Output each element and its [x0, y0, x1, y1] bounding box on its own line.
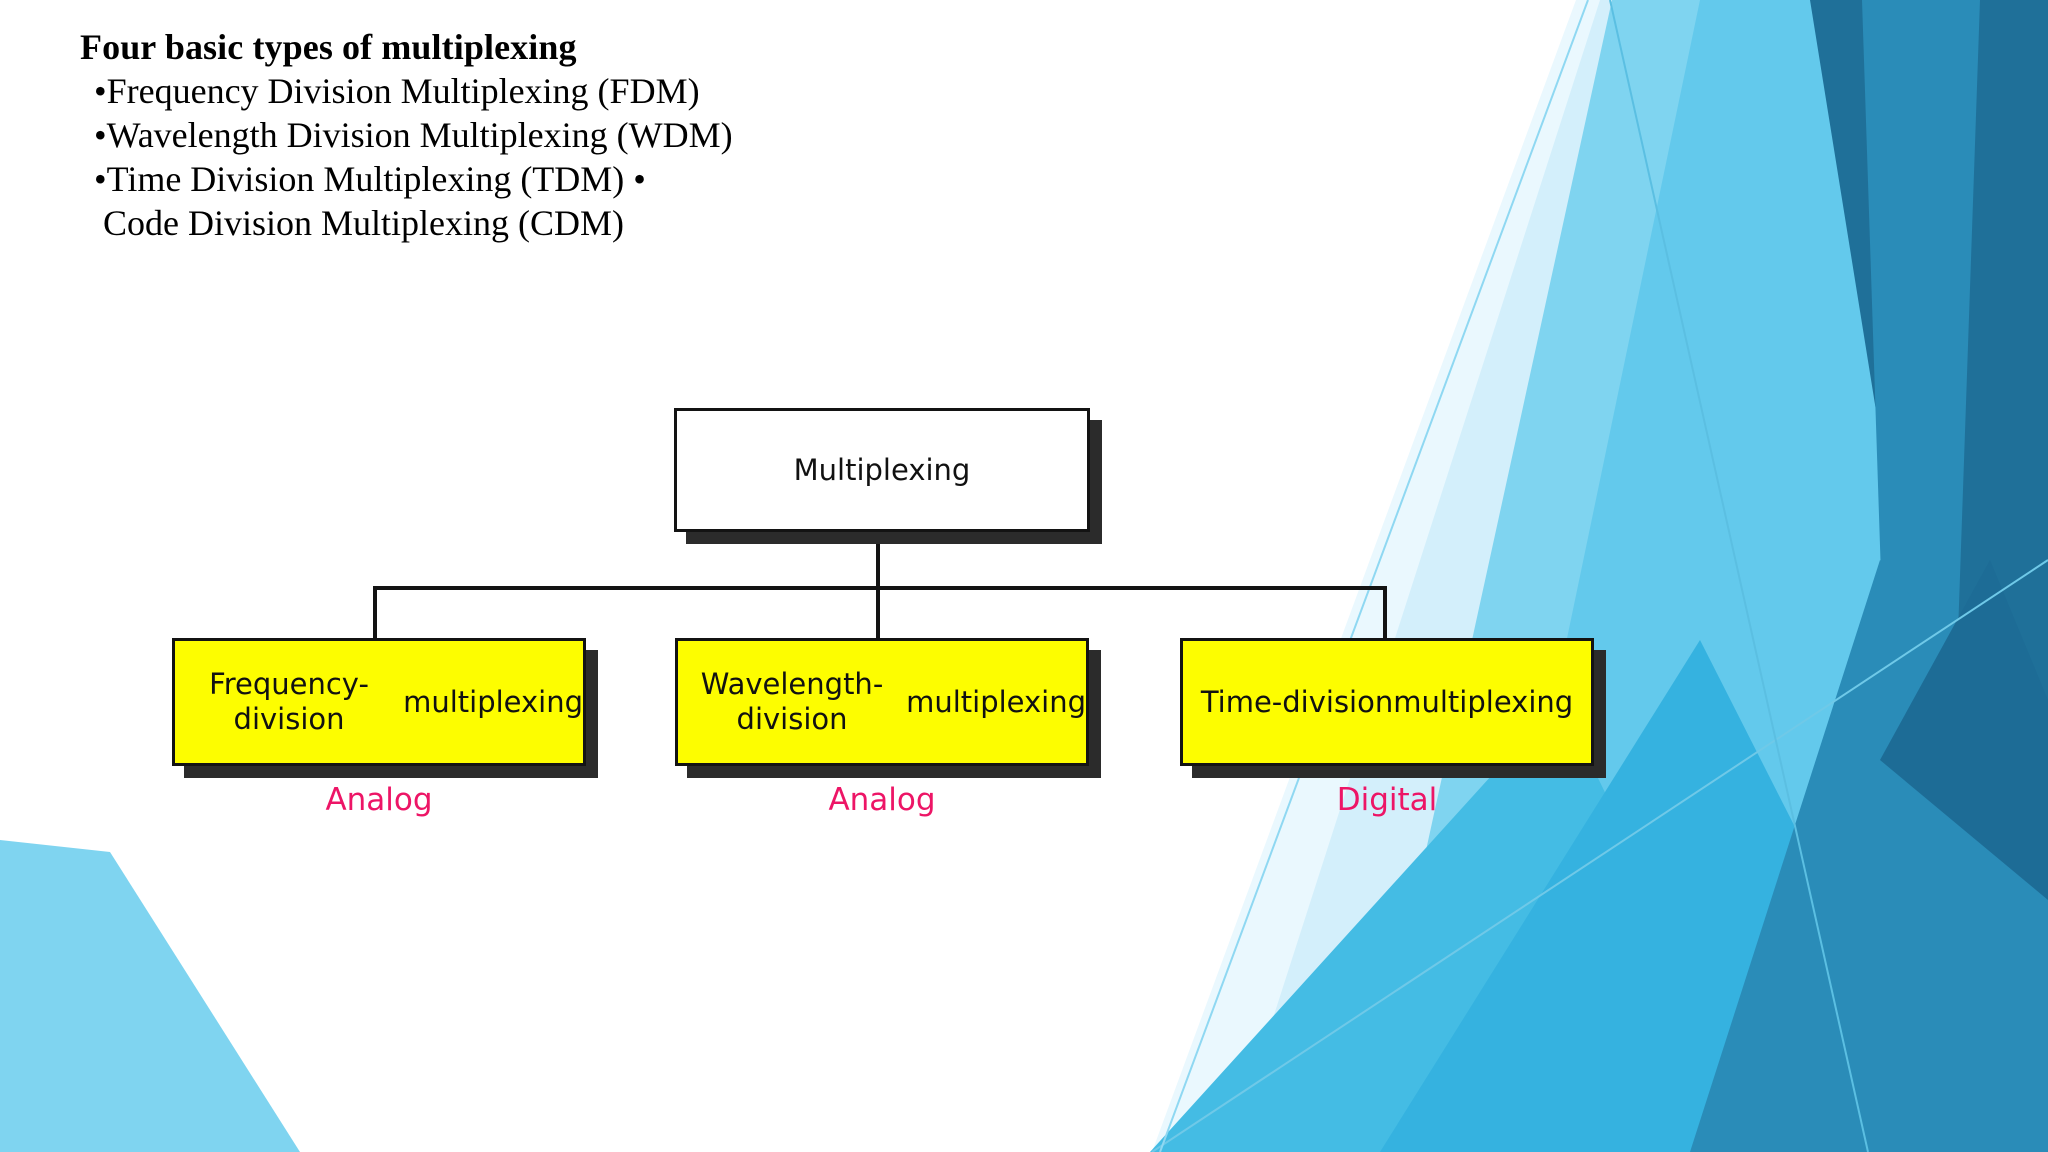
connector-trunk [876, 532, 880, 590]
node-multiplexing[interactable]: Multiplexing [674, 408, 1090, 532]
bullet-line-cdm: Code Division Multiplexing (CDM) [94, 202, 624, 243]
caption-fdm: Analog [325, 782, 433, 818]
caption-tdm: Digital [1336, 782, 1438, 818]
connector-drop-fdm [373, 586, 377, 640]
slide-text-block: Four basic types of multiplexing •Freque… [80, 26, 1130, 246]
connector-drop-tdm [1383, 586, 1387, 640]
connector-horizontal-bar [373, 586, 1387, 590]
bullet-line-tdm: •Time Division Multiplexing (TDM) • [94, 158, 646, 199]
bullet-line-fdm: •Frequency Division Multiplexing (FDM) [94, 70, 700, 111]
connector-drop-wdm [876, 586, 880, 640]
bullet-line-wdm: •Wavelength Division Multiplexing (WDM) [94, 114, 733, 155]
caption-wdm: Analog [828, 782, 936, 818]
page-title: Four basic types of multiplexing [80, 27, 577, 67]
